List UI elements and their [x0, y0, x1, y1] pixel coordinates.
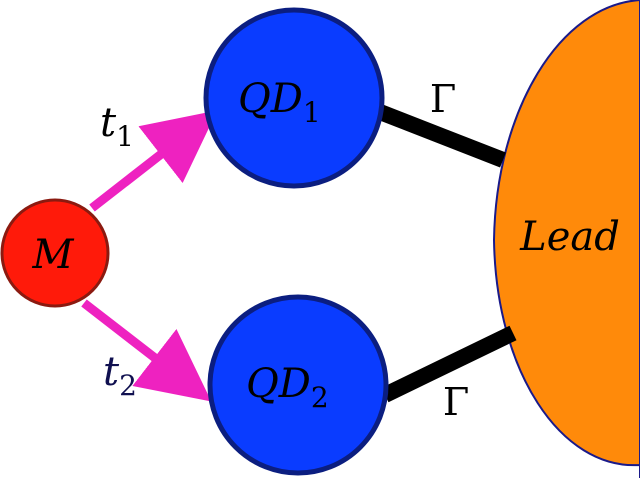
majorana-label: M: [32, 232, 75, 278]
quantum-dot-1-label: QD1: [238, 76, 321, 129]
quantum-dot-1: [203, 7, 385, 189]
t1-label: t1: [100, 100, 134, 153]
gamma-coupling-2: [381, 325, 517, 403]
lead-label: Lead: [519, 214, 620, 260]
t2-arrow: [81, 299, 212, 402]
quantum-dot-2: [207, 294, 389, 476]
gamma-label-1: Γ: [430, 77, 456, 121]
majorana-node: [0, 198, 110, 308]
quantum-dot-2-label: QD2: [246, 361, 329, 414]
gamma-label-2: Γ: [443, 380, 469, 424]
lead-shape: [492, 0, 640, 478]
t2-label: t2: [103, 349, 137, 402]
gamma-coupling-1: [377, 104, 506, 168]
t1-arrow: [89, 110, 218, 212]
